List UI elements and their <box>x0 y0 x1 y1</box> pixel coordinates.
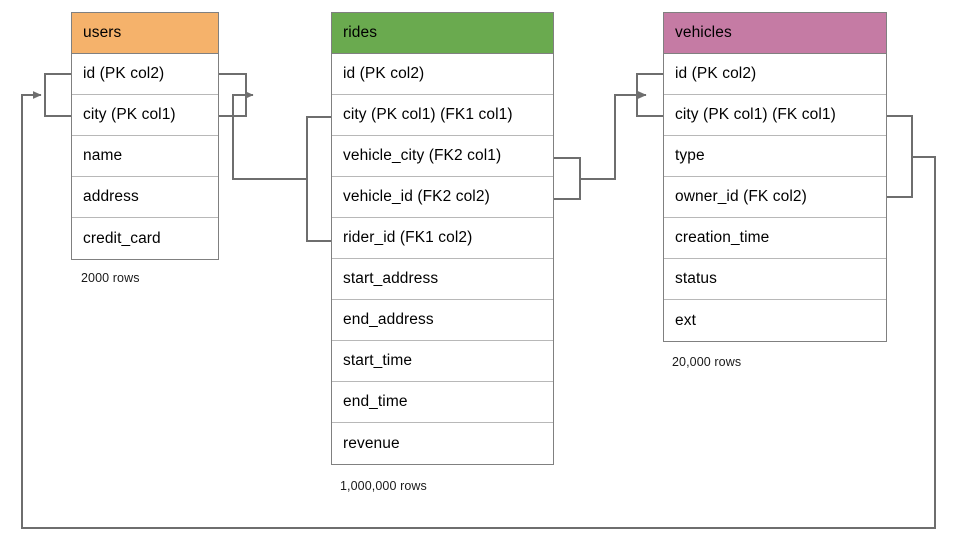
table-vehicles-column-creation-time[interactable]: creation_time <box>664 218 886 259</box>
table-users-title: users <box>83 24 122 41</box>
rel-rides-fk2-to-vehicles <box>554 91 647 200</box>
table-rides-column-city[interactable]: city (PK col1) (FK1 col1) <box>332 95 553 136</box>
table-rides-column-start-time[interactable]: start_time <box>332 341 553 382</box>
table-rides-header: rides <box>332 13 553 54</box>
column-label: end_address <box>343 311 434 328</box>
table-users-header: users <box>72 13 218 54</box>
table-rides-column-end-time[interactable]: end_time <box>332 382 553 423</box>
column-label: id (PK col2) <box>343 65 425 82</box>
table-vehicles-column-type[interactable]: type <box>664 136 886 177</box>
table-rides-column-vehicle-id[interactable]: vehicle_id (FK2 col2) <box>332 177 553 218</box>
table-users[interactable]: users id (PK col2) city (PK col1) name a… <box>71 12 219 260</box>
table-users-row-count: 2000 rows <box>81 271 140 285</box>
column-label: vehicle_id (FK2 col2) <box>343 188 490 205</box>
vehicles-left-bracket <box>636 73 663 117</box>
table-rides-column-id[interactable]: id (PK col2) <box>332 54 553 95</box>
users-right-bracket <box>219 73 247 117</box>
column-label: ext <box>675 311 696 329</box>
column-label: id (PK col2) <box>83 65 165 82</box>
table-vehicles-column-status[interactable]: status <box>664 259 886 300</box>
column-label: revenue <box>343 434 400 452</box>
table-rides[interactable]: rides id (PK col2) city (PK col1) (FK1 c… <box>331 12 554 465</box>
column-label: end_time <box>343 393 408 410</box>
table-rides-title: rides <box>343 24 378 41</box>
table-rides-column-start-address[interactable]: start_address <box>332 259 553 300</box>
rel-rides-fk1-to-users <box>232 91 331 242</box>
column-label: creation_time <box>675 229 770 246</box>
users-left-bracket <box>44 73 71 117</box>
column-label: city (PK col1) (FK col1) <box>675 106 836 123</box>
table-users-column-credit-card[interactable]: credit_card <box>72 218 218 259</box>
column-label: id (PK col2) <box>675 65 757 82</box>
column-label: owner_id (FK col2) <box>675 188 807 205</box>
table-vehicles[interactable]: vehicles id (PK col2) city (PK col1) (FK… <box>663 12 887 342</box>
table-vehicles-column-city[interactable]: city (PK col1) (FK col1) <box>664 95 886 136</box>
table-rides-column-end-address[interactable]: end_address <box>332 300 553 341</box>
table-users-column-name[interactable]: name <box>72 136 218 177</box>
column-label: start_time <box>343 352 413 369</box>
column-label: city (PK col1) (FK1 col1) <box>343 106 513 123</box>
column-label: vehicle_city (FK2 col1) <box>343 147 502 164</box>
table-users-column-address[interactable]: address <box>72 177 218 218</box>
table-rides-column-revenue[interactable]: revenue <box>332 423 553 464</box>
column-label: status <box>675 270 717 287</box>
column-label: credit_card <box>83 229 161 247</box>
table-rides-column-vehicle-city[interactable]: vehicle_city (FK2 col1) <box>332 136 553 177</box>
table-vehicles-header: vehicles <box>664 13 886 54</box>
table-users-column-id[interactable]: id (PK col2) <box>72 54 218 95</box>
table-vehicles-column-ext[interactable]: ext <box>664 300 886 341</box>
table-rides-column-rider-id[interactable]: rider_id (FK1 col2) <box>332 218 553 259</box>
table-rides-row-count: 1,000,000 rows <box>340 479 427 493</box>
table-users-column-city[interactable]: city (PK col1) <box>72 95 218 136</box>
column-label: name <box>83 147 123 164</box>
table-vehicles-column-owner-id[interactable]: owner_id (FK col2) <box>664 177 886 218</box>
column-label: rider_id (FK1 col2) <box>343 229 473 246</box>
column-label: start_address <box>343 270 439 287</box>
column-label: type <box>675 147 705 164</box>
table-vehicles-title: vehicles <box>675 24 732 41</box>
column-label: city (PK col1) <box>83 106 176 123</box>
table-vehicles-column-id[interactable]: id (PK col2) <box>664 54 886 95</box>
table-vehicles-row-count: 20,000 rows <box>672 355 742 369</box>
column-label: address <box>83 188 139 205</box>
